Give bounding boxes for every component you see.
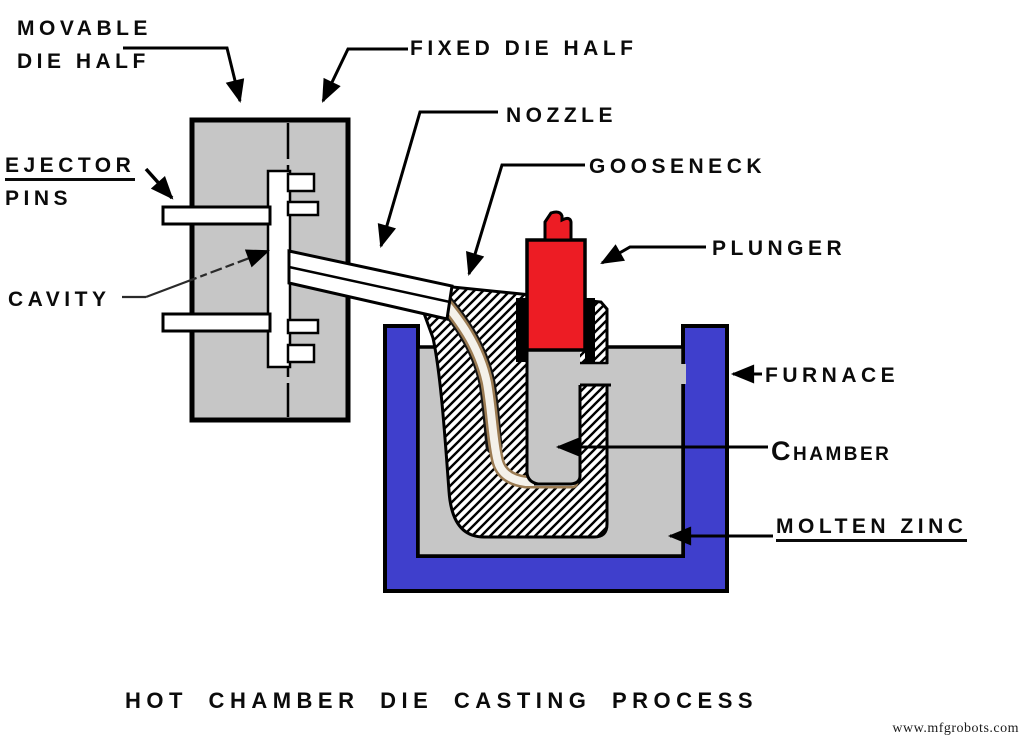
- leader-movable-die-half: [123, 46, 245, 104]
- intake-port-shape: [578, 364, 686, 384]
- cavity-bottom-tooth-shape: [286, 318, 320, 335]
- plunger-guide-right: [585, 298, 595, 362]
- cavity-top-arm-shape: [286, 172, 316, 193]
- leader-cavity: [145, 249, 270, 299]
- plunger-guide-left: [516, 298, 527, 362]
- cavity-label: CAVITY: [8, 288, 111, 311]
- watermark-url: www.mfgrobots.com: [892, 721, 1019, 736]
- nozzle-bore-line: [288, 265, 451, 304]
- chamber-interior-shape: [527, 350, 580, 484]
- molten-zinc-label: MOLTEN ZINC: [776, 511, 968, 544]
- ejector-pins-label-line1: EJECTOR: [5, 154, 136, 181]
- leader-gooseneck: [466, 163, 585, 277]
- leader-ejector-pins: [144, 167, 174, 200]
- channel-bore-shape: [437, 294, 576, 486]
- leader-plunger: [600, 244, 706, 265]
- chamber-right-wall-line: [534, 385, 582, 486]
- gooseneck-label: GOOSENECK: [589, 155, 767, 178]
- movable-die-half-label-line2: DIE HALF: [17, 49, 150, 73]
- cavity-top-tooth-shape: [286, 200, 320, 217]
- movable-die-half-label-line1: MOVABLE: [17, 17, 152, 40]
- plunger-label: PLUNGER: [712, 237, 847, 260]
- plunger-shape: [525, 238, 587, 352]
- ejector-pin-bottom-shape: [161, 312, 272, 333]
- ejector-pins-label: EJECTOR PINS: [5, 150, 136, 215]
- ejector-pins-label-line2: PINS: [5, 186, 73, 210]
- ejector-pin-top-shape: [161, 205, 272, 226]
- molten-zinc-label-text: MOLTEN ZINC: [776, 515, 968, 542]
- plunger-knob-shape: [543, 210, 573, 242]
- chamber-label: Chamber: [771, 431, 891, 473]
- leader-fixed-die-half: [321, 47, 408, 103]
- nozzle-label: NOZZLE: [506, 104, 617, 127]
- chamber-label-text: Chamber: [771, 436, 892, 466]
- cavity-shape: [266, 169, 292, 369]
- furnace-label: FURNACE: [765, 364, 900, 387]
- diagram-title: HOT CHAMBER DIE CASTING PROCESS: [125, 688, 759, 713]
- leader-nozzle: [377, 110, 498, 249]
- movable-die-half-label: MOVABLE DIE HALF: [17, 13, 152, 78]
- cavity-bottom-arm-shape: [286, 343, 316, 364]
- fixed-die-half-label: FIXED DIE HALF: [410, 37, 638, 60]
